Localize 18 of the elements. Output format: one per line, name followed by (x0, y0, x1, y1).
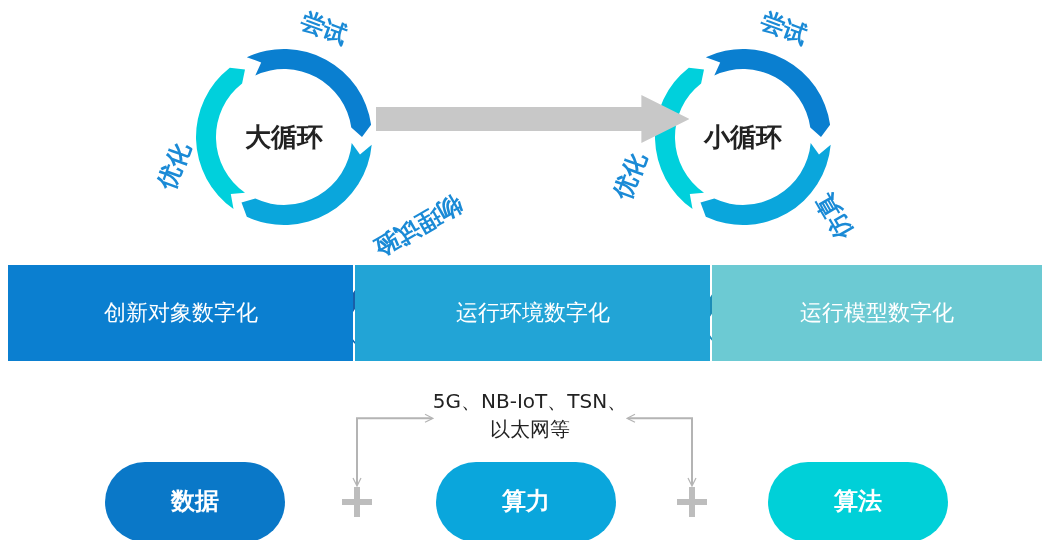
ribbon-band: 运行模型数字化 (712, 265, 1042, 361)
cycle-step-label: 优化 (607, 148, 653, 204)
cycle-step-label: 物理试验 (368, 188, 468, 264)
ribbon-band: 运行环境数字化 (355, 265, 710, 361)
text-note: 5G、NB-IoT、TSN、以太网等 (432, 388, 628, 443)
pill-box: 数据 (105, 462, 285, 540)
cycle-step-label: 优化 (151, 138, 197, 194)
cycle-step-label: 仿真 (808, 187, 860, 245)
ribbon-band: 创新对象数字化 (8, 265, 353, 361)
arrow (376, 95, 690, 143)
arrow (352, 413, 434, 487)
plus-icon (677, 487, 707, 517)
pill-box: 算力 (436, 462, 616, 540)
pill-box: 算法 (768, 462, 948, 540)
arrow (626, 413, 697, 487)
cycle-step-label: 尝试 (296, 5, 352, 52)
plus-icon (342, 487, 372, 517)
cycle-step-label: 尝试 (756, 5, 812, 52)
